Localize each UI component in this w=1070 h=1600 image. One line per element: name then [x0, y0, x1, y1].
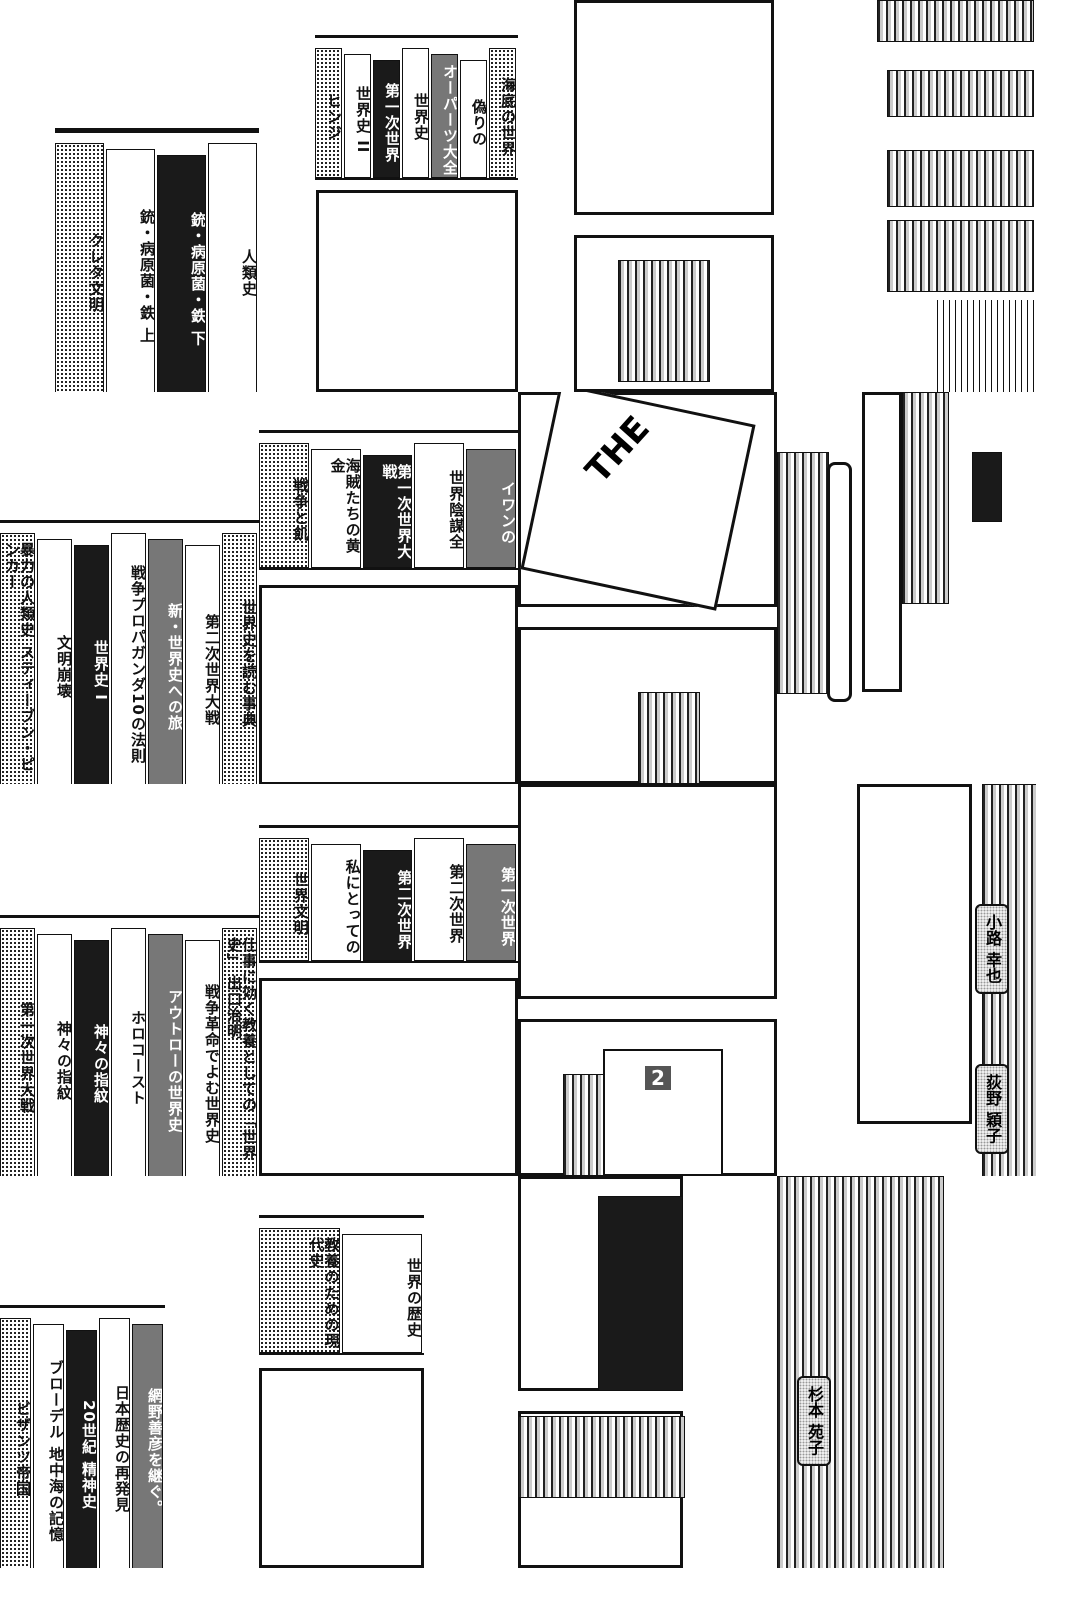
book-spine: 日本歴史の再発見: [99, 1318, 130, 1568]
bookshelf: [638, 692, 700, 784]
book-spine: 仕事に効く教養としての「世界史」 出口治明: [222, 928, 257, 1176]
book-spine: 銃・病原菌・鉄 下: [157, 155, 206, 392]
bookshelf: [902, 392, 949, 604]
book-spine: ホロコースト: [111, 928, 146, 1176]
book-spine: ビザンツ帝国: [0, 1318, 31, 1568]
book-spine: 偽りの: [460, 60, 487, 178]
book-spine: 世界史 I: [74, 545, 109, 784]
tile-book-pages-sign: 2: [518, 784, 777, 1176]
book-spine: 第二次世界大戦: [185, 545, 220, 784]
book-cart: [887, 220, 1034, 292]
manga-panel: [259, 585, 518, 784]
bookshelf: [618, 260, 710, 382]
tile-books-fingerprints: 第一次世界大戦神々の指紋神々の指紋ホロコーストアウトローの世界史戦争革命でよむ世…: [0, 784, 259, 1176]
tile-author-plate-sugimoto: 杉本 苑子: [777, 1176, 1036, 1568]
bookshelf: [563, 1074, 605, 1176]
tile-books-war-famine: 戦争と飢海賊たちの黄金第一次世界大戦世界陰謀全イワンの: [259, 392, 518, 784]
manga-panel: [316, 190, 518, 392]
book-spine: 網野善彦を継ぐ。: [132, 1324, 163, 1568]
bookshelf: [777, 452, 829, 694]
book-spine: 人類史: [208, 143, 257, 392]
book-spine: 20世紀 精神史: [66, 1330, 97, 1568]
book-spine: 私にとっての: [310, 844, 361, 961]
tile-author-plates: 小路 幸也荻野 穎子: [777, 784, 1036, 1176]
manga-panel: [518, 784, 777, 999]
book-spine: 暴力の人類史 スティーブン・ピンカー: [0, 533, 35, 784]
bookshelf: [518, 1416, 685, 1498]
book-spine: 神々の指紋: [37, 934, 72, 1176]
tile-books-guns-germs: クレタ文明銃・病原菌・鉄 上銃・病原菌・鉄 下人類史: [0, 0, 259, 392]
bookshelf: 教養のための現代史世界の歴史: [259, 1215, 424, 1355]
bookshelf: 戦争と飢海賊たちの黄金第一次世界大戦世界陰謀全イワンの: [259, 430, 518, 570]
tile-library-panels: [518, 0, 777, 392]
book-spine: 第二次世界: [414, 838, 465, 961]
book-spine: 海底の世界: [489, 48, 516, 178]
book-spine: アウトローの世界史: [148, 934, 183, 1176]
bookshelf: [777, 1176, 944, 1568]
manga-panel: [259, 978, 518, 1176]
shelf-sign: 2: [603, 1049, 723, 1176]
bookshelf: [887, 70, 1034, 117]
floor: [937, 300, 1036, 392]
manga-panel: [259, 1368, 424, 1568]
bookcase-side: [857, 784, 972, 1124]
book-spine: 新・世界史への旅: [148, 539, 183, 784]
book-spine: クレタ文明: [55, 143, 104, 392]
book-spine: イワンの: [466, 449, 516, 568]
book-spine: 世界文明: [259, 838, 309, 961]
book-spine: 戦争革命でよむ世界史: [185, 940, 220, 1176]
shelf-end: [862, 392, 902, 692]
author-name-plate: 荻野 穎子: [975, 1064, 1009, 1154]
book-spine: 第一次世界大戦: [362, 455, 413, 568]
tile-books-ww2: 世界文明私にとっての第二次世界第二次世界第一次世界: [259, 784, 518, 1176]
book-spine: 文明崩壊: [37, 539, 72, 784]
shelf-number: 2: [645, 1066, 671, 1090]
book-spine: 世界史を読む事典: [222, 533, 257, 784]
book-spine: 戦争と飢: [259, 443, 309, 568]
tile-uniform-closeup: [518, 1176, 777, 1568]
book-spine: 第二次世界: [362, 850, 413, 961]
book-spine: オーパーツ大全: [431, 54, 458, 178]
book-spine: 第一次世界大戦: [0, 928, 35, 1176]
book-spine: 世界史 II: [344, 54, 371, 178]
book-spine: 世界史: [402, 48, 429, 178]
author-name-plate: 小路 幸也: [975, 904, 1009, 994]
book-cover-title: THE: [577, 408, 658, 491]
bookshelf: 第一次世界大戦神々の指紋神々の指紋ホロコーストアウトローの世界史戦争革命でよむ世…: [0, 915, 259, 1176]
bookshelf: [887, 150, 1034, 207]
tile-girl-reading: [777, 392, 1036, 784]
book-spine: 第一次世界: [373, 60, 400, 178]
bookshelf: 世界文明私にとっての第二次世界第二次世界第一次世界: [259, 825, 518, 963]
book-spine: 教養のための現代史: [259, 1228, 340, 1353]
uniform: [598, 1196, 683, 1391]
girl-figure: [972, 452, 1002, 522]
book-spine: 銃・病原菌・鉄 上: [106, 149, 155, 392]
book-spine: 神々の指紋: [74, 940, 109, 1176]
tile-books-modern-history: 教養のための現代史世界の歴史: [259, 1176, 518, 1568]
book-spine: 世界陰謀全: [414, 443, 465, 568]
manga-panel: [574, 0, 774, 215]
bookshelf: [877, 0, 1034, 42]
book-spine: ブローデル 地中海の記憶: [33, 1324, 64, 1568]
book-cart: [827, 462, 852, 702]
book-spine: 海賊たちの黄金: [310, 449, 361, 568]
book-spine: 第一次世界: [466, 844, 516, 961]
tile-hand-holding-book: THE: [518, 392, 777, 784]
book-spine: 世界の歴史: [341, 1234, 422, 1353]
book-spine: 戦争プロパガンダ10の法則: [111, 533, 146, 784]
author-name-plate: 杉本 苑子: [797, 1376, 831, 1466]
book-spine: ヒンジ: [315, 48, 342, 178]
bookshelf: クレタ文明銃・病原菌・鉄 上銃・病原菌・鉄 下人類史: [55, 130, 259, 392]
tile-library-cart: [777, 0, 1036, 392]
